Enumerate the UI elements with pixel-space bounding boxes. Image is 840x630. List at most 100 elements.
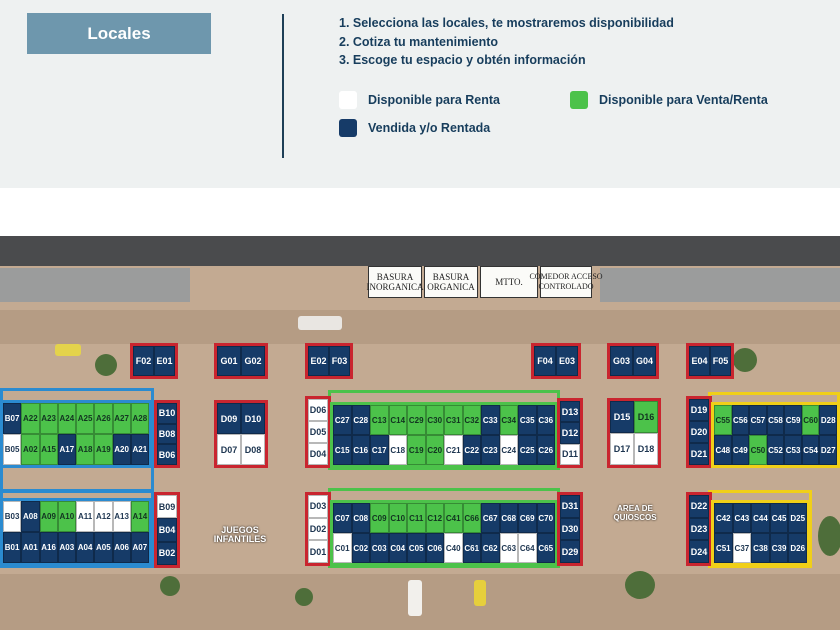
store-unit-d26[interactable]: D26 — [788, 533, 807, 563]
store-unit-c69[interactable]: C69 — [518, 503, 537, 533]
store-unit-a11[interactable]: A11 — [76, 501, 95, 532]
store-unit-e02[interactable]: E02 — [308, 346, 329, 376]
store-unit-c34[interactable]: C34 — [499, 405, 518, 435]
store-unit-c55[interactable]: C55 — [714, 405, 732, 435]
store-unit-d31[interactable]: D31 — [560, 495, 580, 518]
store-unit-b05[interactable]: B05 — [3, 434, 22, 465]
store-unit-b02[interactable]: B02 — [157, 541, 177, 565]
store-unit-c03[interactable]: C03 — [370, 533, 389, 563]
store-unit-e01[interactable]: E01 — [154, 346, 175, 376]
store-unit-a09[interactable]: A09 — [39, 501, 58, 532]
store-unit-c16[interactable]: C16 — [351, 435, 370, 465]
store-unit-c30[interactable]: C30 — [425, 405, 444, 435]
store-unit-b09[interactable]: B09 — [157, 495, 177, 519]
store-unit-d21[interactable]: D21 — [689, 443, 709, 465]
store-unit-d12[interactable]: D12 — [560, 422, 580, 444]
store-unit-c07[interactable]: C07 — [333, 503, 352, 533]
store-unit-d28[interactable]: D28 — [819, 405, 837, 435]
store-unit-d06[interactable]: D06 — [308, 399, 328, 421]
store-unit-c50[interactable]: C50 — [749, 435, 767, 465]
store-unit-a01[interactable]: A01 — [21, 532, 40, 563]
store-unit-c44[interactable]: C44 — [751, 503, 770, 533]
store-unit-a25[interactable]: A25 — [76, 403, 95, 434]
store-unit-b07[interactable]: B07 — [3, 403, 22, 434]
store-unit-c49[interactable]: C49 — [731, 435, 750, 465]
store-unit-c43[interactable]: C43 — [732, 503, 752, 533]
store-unit-c27[interactable]: C27 — [333, 405, 352, 435]
store-unit-a24[interactable]: A24 — [57, 403, 76, 434]
store-unit-c40[interactable]: C40 — [444, 533, 463, 563]
store-unit-d03[interactable]: D03 — [308, 495, 328, 518]
store-unit-c13[interactable]: C13 — [370, 405, 389, 435]
store-unit-c64[interactable]: C64 — [518, 533, 537, 563]
store-unit-d10[interactable]: D10 — [241, 403, 265, 434]
store-unit-a14[interactable]: A14 — [130, 501, 149, 532]
store-unit-d13[interactable]: D13 — [560, 401, 580, 423]
store-unit-a02[interactable]: A02 — [21, 434, 40, 465]
store-unit-d24[interactable]: D24 — [689, 540, 709, 563]
store-unit-b04[interactable]: B04 — [157, 518, 177, 542]
store-unit-c53[interactable]: C53 — [784, 435, 802, 465]
store-unit-c59[interactable]: C59 — [784, 405, 802, 435]
store-unit-d18[interactable]: D18 — [634, 433, 658, 465]
store-unit-d29[interactable]: D29 — [560, 540, 580, 563]
store-unit-a15[interactable]: A15 — [39, 434, 58, 465]
store-unit-c70[interactable]: C70 — [536, 503, 555, 533]
store-unit-a08[interactable]: A08 — [21, 501, 40, 532]
store-unit-c42[interactable]: C42 — [714, 503, 733, 533]
store-unit-d19[interactable]: D19 — [689, 399, 709, 421]
store-unit-a05[interactable]: A05 — [94, 532, 113, 563]
store-unit-a28[interactable]: A28 — [130, 403, 149, 434]
store-unit-c51[interactable]: C51 — [714, 533, 733, 563]
store-unit-d25[interactable]: D25 — [788, 503, 807, 533]
store-unit-a07[interactable]: A07 — [130, 532, 149, 563]
store-unit-d15[interactable]: D15 — [610, 401, 634, 433]
store-unit-c10[interactable]: C10 — [388, 503, 407, 533]
store-unit-f03[interactable]: F03 — [329, 346, 350, 376]
store-unit-a21[interactable]: A21 — [130, 434, 149, 465]
store-unit-c26[interactable]: C26 — [536, 435, 555, 465]
store-unit-d16[interactable]: D16 — [634, 401, 658, 433]
store-unit-c61[interactable]: C61 — [462, 533, 481, 563]
store-unit-c38[interactable]: C38 — [751, 533, 770, 563]
store-unit-c45[interactable]: C45 — [769, 503, 789, 533]
store-unit-d17[interactable]: D17 — [610, 433, 634, 465]
store-unit-a06[interactable]: A06 — [112, 532, 131, 563]
store-unit-c41[interactable]: C41 — [444, 503, 463, 533]
store-unit-c17[interactable]: C17 — [370, 435, 389, 465]
store-unit-f04[interactable]: F04 — [534, 346, 556, 376]
store-unit-a12[interactable]: A12 — [94, 501, 113, 532]
store-unit-a10[interactable]: A10 — [57, 501, 76, 532]
store-unit-c15[interactable]: C15 — [333, 435, 352, 465]
store-unit-a03[interactable]: A03 — [57, 532, 76, 563]
store-unit-b03[interactable]: B03 — [3, 501, 22, 532]
store-unit-d05[interactable]: D05 — [308, 421, 328, 443]
store-unit-f02[interactable]: F02 — [133, 346, 154, 376]
store-unit-d23[interactable]: D23 — [689, 517, 709, 541]
locales-button[interactable]: Locales — [27, 13, 211, 54]
store-unit-c67[interactable]: C67 — [481, 503, 500, 533]
store-unit-c12[interactable]: C12 — [425, 503, 444, 533]
store-unit-c32[interactable]: C32 — [462, 405, 481, 435]
store-unit-c36[interactable]: C36 — [536, 405, 555, 435]
store-unit-c22[interactable]: C22 — [462, 435, 481, 465]
store-unit-d30[interactable]: D30 — [560, 517, 580, 541]
store-unit-c28[interactable]: C28 — [351, 405, 370, 435]
store-unit-c52[interactable]: C52 — [766, 435, 785, 465]
store-unit-c60[interactable]: C60 — [801, 405, 820, 435]
store-unit-c57[interactable]: C57 — [749, 405, 767, 435]
store-unit-c48[interactable]: C48 — [714, 435, 732, 465]
store-unit-a13[interactable]: A13 — [112, 501, 131, 532]
store-unit-c14[interactable]: C14 — [388, 405, 407, 435]
store-unit-c68[interactable]: C68 — [499, 503, 518, 533]
store-unit-d04[interactable]: D04 — [308, 443, 328, 465]
store-unit-c63[interactable]: C63 — [499, 533, 518, 563]
store-unit-d09[interactable]: D09 — [217, 403, 241, 434]
store-unit-c62[interactable]: C62 — [481, 533, 500, 563]
store-unit-d08[interactable]: D08 — [241, 434, 265, 465]
store-unit-a26[interactable]: A26 — [94, 403, 113, 434]
store-unit-g02[interactable]: G02 — [241, 346, 265, 376]
store-unit-c66[interactable]: C66 — [462, 503, 481, 533]
store-unit-b06[interactable]: B06 — [157, 444, 177, 465]
store-unit-c09[interactable]: C09 — [370, 503, 389, 533]
